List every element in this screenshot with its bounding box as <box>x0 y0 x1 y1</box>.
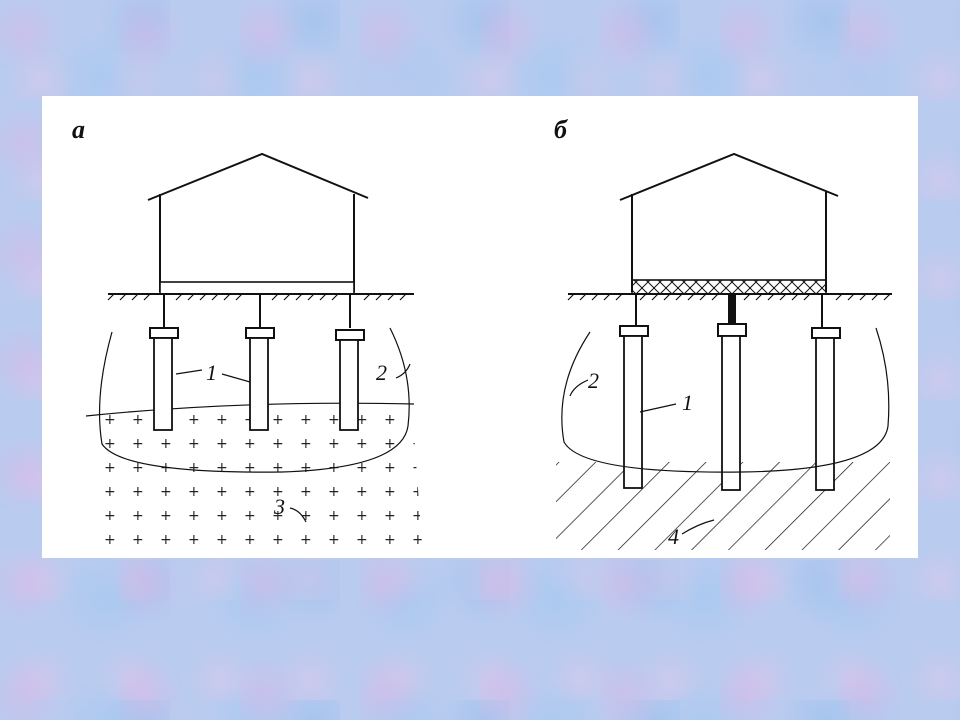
layer-boundary-a <box>85 402 415 417</box>
house-a <box>147 152 369 295</box>
piles-b <box>619 323 841 491</box>
callout-a-2: 2 <box>376 360 387 385</box>
foundation-diagram: + а <box>72 115 892 550</box>
ground-ticks-b <box>567 293 891 301</box>
panel-b: б <box>554 115 892 550</box>
columns-a <box>163 294 351 328</box>
callout-a-3: 3 <box>273 494 285 519</box>
house-b <box>619 152 839 295</box>
soil-layer-3-pattern <box>90 405 422 544</box>
callout-b-2: 2 <box>588 368 599 393</box>
panel-a: а <box>72 115 422 544</box>
callouts-b: 2 1 4 <box>569 368 715 549</box>
thaw-zone-b <box>561 327 890 473</box>
piles-a <box>149 327 365 431</box>
ventilated-floor <box>631 279 827 295</box>
callout-b-1: 1 <box>682 390 693 415</box>
columns-b <box>635 294 823 328</box>
callouts-a: 1 2 3 <box>175 360 411 523</box>
ground-ticks-a <box>107 293 407 301</box>
figure-panel: + а <box>42 96 918 558</box>
panel-a-label: а <box>72 115 85 144</box>
callout-b-4: 4 <box>668 524 679 549</box>
callout-a-1: 1 <box>206 360 217 385</box>
thaw-zone-a <box>98 327 410 473</box>
panel-b-label: б <box>554 115 568 144</box>
